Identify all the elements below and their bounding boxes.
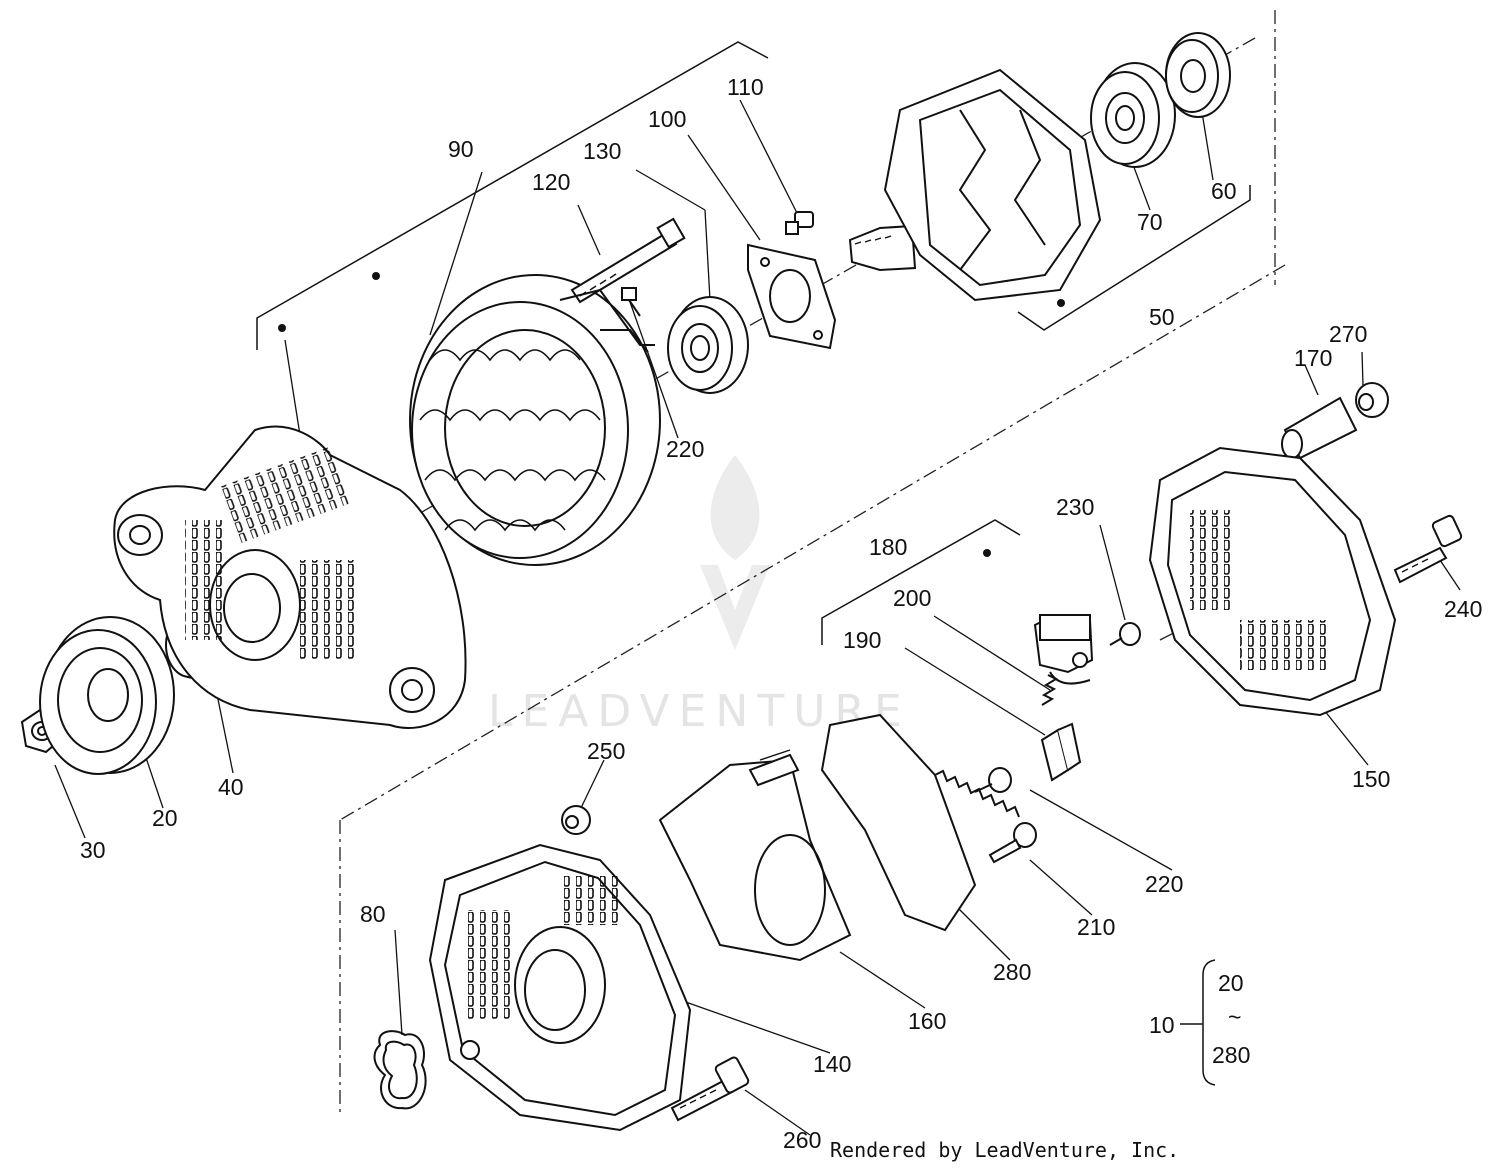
part-nut-250 [561,805,591,835]
part-front-housing [113,425,467,729]
assembly-range-separator: ~ [1228,1004,1242,1030]
assembly-range-end: 280 [1212,1042,1251,1068]
assembly-parent-number: 10 [1149,1012,1175,1038]
part-rear-cover [1148,446,1397,717]
part-rear-bearing [667,296,749,394]
part-rear-housing [428,843,692,1132]
part-stator [409,274,661,566]
part-brush-holder [1033,613,1094,685]
callout-50: 50 [1149,304,1175,330]
callout-140: 140 [813,1051,852,1077]
callout-270: 270 [1329,321,1368,347]
part-retainer-plate [747,243,837,350]
part-bolt-240 [1393,514,1463,584]
callout-60: 60 [1211,178,1237,204]
callout-130: 130 [583,138,622,164]
group-dots [278,272,1065,557]
part-small-screw-top [621,287,641,317]
part-screw-220b [974,767,1012,793]
part-screw-110 [785,211,814,235]
callout-80: 80 [360,901,386,927]
part-bearing-cover [1165,32,1231,118]
callout-220-bottom: 220 [1145,871,1184,897]
callout-230: 230 [1056,494,1095,520]
part-spring [1041,674,1059,706]
callout-20: 20 [152,805,178,831]
part-rectifier [658,749,852,962]
part-brush [1040,722,1082,782]
part-lead-wire [559,288,655,353]
callout-190: 190 [843,627,882,653]
part-rotor [848,68,1102,302]
callout-30: 30 [80,837,106,863]
group-brackets [256,41,1251,645]
part-bolt-260 [670,1056,750,1122]
callout-240: 240 [1444,596,1483,622]
callout-70: 70 [1137,209,1163,235]
callout-210: 210 [1077,914,1116,940]
part-regulator [820,713,1020,932]
part-front-bearing [1090,62,1176,168]
callout-150: 150 [1352,766,1391,792]
watermark-logo [700,455,770,650]
callout-40: 40 [218,774,244,800]
part-screw-230 [1109,622,1141,646]
part-insulator [1281,396,1358,460]
render-credit: Rendered by LeadVenture, Inc. [830,1138,1180,1162]
callout-200: 200 [893,585,932,611]
callout-110: 110 [727,74,764,100]
assembly-brace [1180,959,1216,1086]
callout-90: 90 [448,136,474,162]
callout-120: 120 [532,169,571,195]
callout-100: 100 [648,106,687,132]
part-screw-210 [988,822,1037,864]
callout-220-top: 220 [666,436,705,462]
callout-180: 180 [869,534,908,560]
part-gasket [373,1030,427,1110]
callout-280: 280 [993,959,1032,985]
assembly-range-start: 20 [1218,970,1244,996]
callout-250: 250 [587,738,626,764]
callout-160: 160 [908,1008,947,1034]
callout-170: 170 [1294,345,1333,371]
part-nut-270 [1355,382,1389,418]
part-pulley [39,616,175,775]
callout-260: 260 [783,1127,822,1153]
